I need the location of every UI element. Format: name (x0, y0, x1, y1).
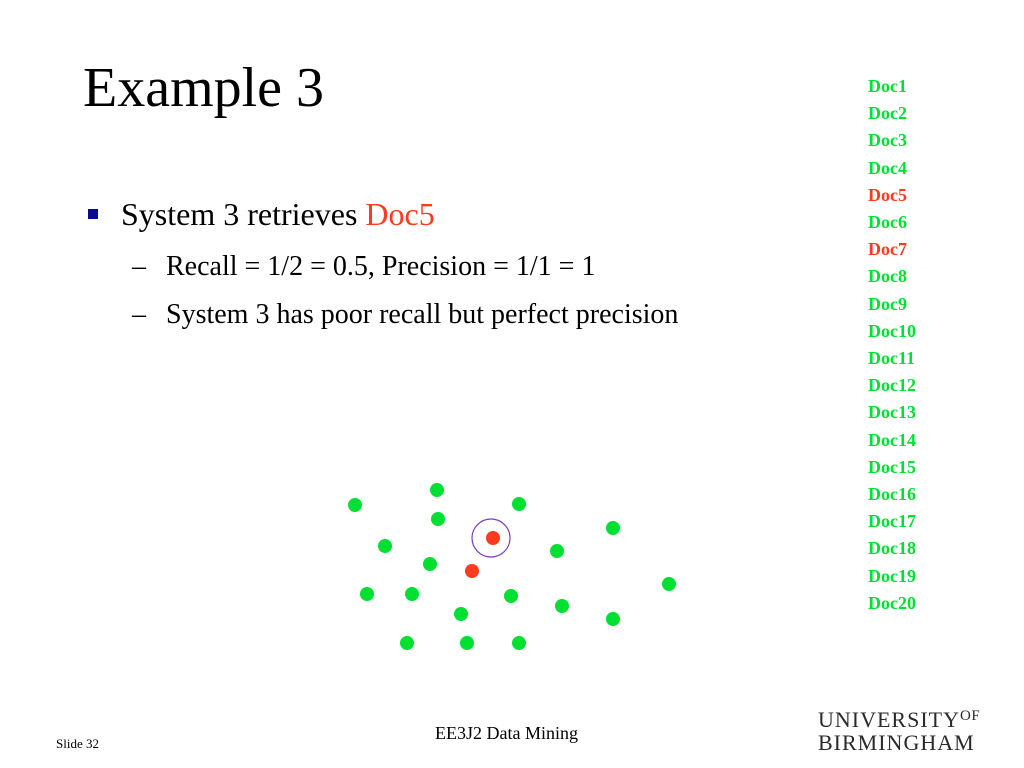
square-bullet-icon (88, 209, 98, 219)
non-relevant-document-dot (606, 521, 620, 535)
non-relevant-document-dot (405, 587, 419, 601)
document-list-item: Doc2 (868, 103, 907, 124)
main-bullet-highlight: Doc5 (365, 196, 435, 232)
document-list-item: Doc19 (868, 565, 916, 586)
document-list-item: Doc8 (868, 266, 907, 287)
document-list-item: Doc6 (868, 212, 907, 233)
footer-course: EE3J2 Data Mining (435, 723, 578, 743)
non-relevant-document-dot (460, 636, 474, 650)
document-list-item: Doc1 (868, 76, 907, 96)
document-list-item: Doc10 (868, 320, 916, 341)
logo-line1: UNIVERSITY (818, 707, 960, 732)
main-bullet-prefix: System 3 retrieves (121, 196, 366, 232)
document-list-item: Doc11 (868, 348, 915, 369)
document-list-item: Doc5 (868, 184, 907, 205)
non-relevant-document-dot (662, 577, 676, 591)
document-list-item: Doc15 (868, 456, 916, 477)
document-list-item: Doc14 (868, 429, 916, 450)
non-relevant-document-dot (378, 539, 392, 553)
document-list-item: Doc3 (868, 130, 907, 151)
relevant-document-dot (465, 564, 479, 578)
non-relevant-document-dot (512, 497, 526, 511)
document-list-item: Doc18 (868, 538, 916, 559)
slide-title: Example 3 (83, 57, 325, 119)
document-list-item: Doc9 (868, 293, 907, 314)
document-list-item: Doc17 (868, 511, 916, 532)
document-list-item: Doc12 (868, 375, 916, 396)
university-logo: UNIVERSITY OF BIRMINGHAM (818, 708, 998, 756)
document-list-item: Doc16 (868, 484, 916, 505)
non-relevant-document-dot (454, 607, 468, 621)
non-relevant-document-dot (504, 589, 518, 603)
non-relevant-document-dot (512, 636, 526, 650)
document-list-item: Doc4 (868, 157, 907, 178)
document-list-item: Doc13 (868, 402, 916, 423)
sub-bullet-text: Recall = 1/2 = 0.5, Precision = 1/1 = 1 (166, 251, 596, 282)
sub-bullet-text: System 3 has poor recall but perfect pre… (166, 299, 679, 330)
logo-line1-suffix: OF (960, 708, 981, 724)
logo-line2: BIRMINGHAM (818, 730, 975, 755)
non-relevant-document-dot (606, 612, 620, 626)
non-relevant-document-dot (555, 599, 569, 613)
relevant-document-dot (486, 531, 500, 545)
non-relevant-document-dot (400, 636, 414, 650)
non-relevant-document-dot (430, 483, 444, 497)
main-bullet-text: System 3 retrieves Doc5 (121, 194, 435, 234)
document-list-item: Doc7 (868, 239, 907, 260)
non-relevant-document-dot (360, 587, 374, 601)
retrieved-set-circle (471, 518, 511, 558)
non-relevant-document-dot (348, 498, 362, 512)
non-relevant-document-dot (423, 557, 437, 571)
non-relevant-document-dot (550, 544, 564, 558)
non-relevant-document-dot (431, 512, 445, 526)
dash-bullet-icon: – (132, 251, 146, 282)
document-list-item: Doc20 (868, 592, 916, 613)
slide-number: Slide 32 (56, 736, 99, 751)
dash-bullet-icon: – (132, 299, 146, 330)
